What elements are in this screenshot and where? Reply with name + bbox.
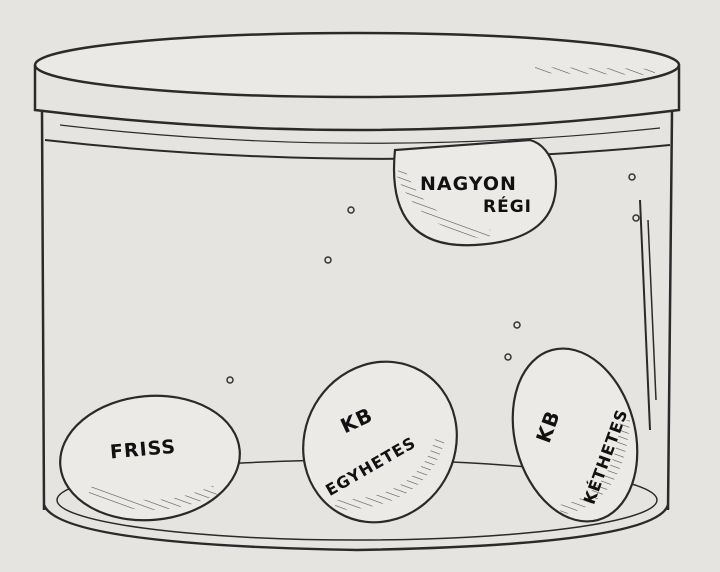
egg-label-very-old-line1: NAGYON — [420, 173, 517, 195]
jar — [33, 31, 681, 552]
egg-one-week: KB EGYHETES — [302, 360, 458, 524]
egg-label-very-old-line2: RÉGI — [483, 195, 532, 217]
egg-two-week: KB KÉTHETES — [511, 347, 639, 523]
egg-very-old: NAGYON RÉGI — [392, 138, 558, 247]
egg-fresh: FRISS — [59, 394, 241, 522]
bubbles — [226, 173, 640, 384]
